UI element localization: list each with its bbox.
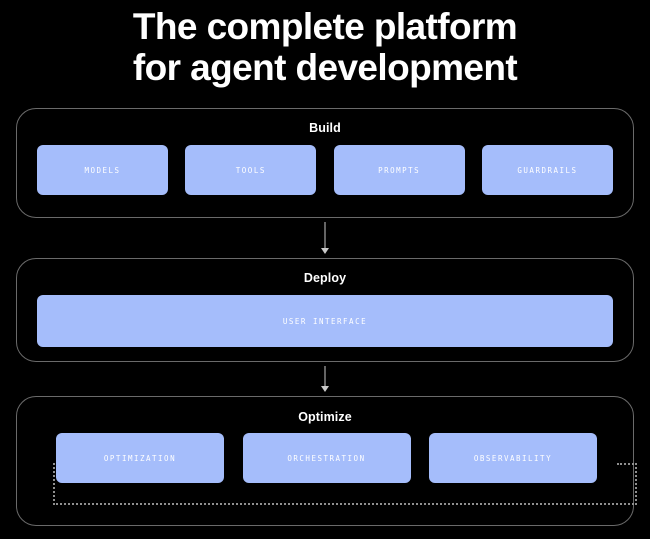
card-orchestration[interactable]: ORCHESTRATION <box>242 433 411 483</box>
loop-right-segment <box>635 463 637 505</box>
optimize-card-row: OPTIMIZATION ORCHESTRATION OBSERVABILITY <box>17 433 633 483</box>
arrow-head <box>321 386 329 392</box>
card-optimization[interactable]: OPTIMIZATION <box>56 433 224 483</box>
arrow-head <box>321 248 329 254</box>
stage-optimize: Optimize OPTIMIZATION ORCHESTRATION OBSE… <box>16 396 637 526</box>
build-card-row: MODELS TOOLS PROMPTS GUARDRAILS <box>37 145 613 195</box>
stage-build: Build MODELS TOOLS PROMPTS GUARDRAILS <box>16 108 634 218</box>
card-user-interface[interactable]: USER INTERFACE <box>37 295 613 347</box>
page-title: The complete platform for agent developm… <box>0 0 650 88</box>
deploy-card-row: USER INTERFACE <box>37 295 613 347</box>
loop-bottom-segment <box>53 503 637 505</box>
arrow-deploy-to-optimize-icon <box>318 366 332 392</box>
arrow-build-to-deploy-icon <box>318 222 332 254</box>
card-guardrails[interactable]: GUARDRAILS <box>481 145 613 195</box>
card-tools[interactable]: TOOLS <box>185 145 317 195</box>
stage-optimize-title: Optimize <box>298 410 352 424</box>
card-observability[interactable]: OBSERVABILITY <box>429 433 597 483</box>
card-prompts[interactable]: PROMPTS <box>333 145 465 195</box>
page-title-line-2: for agent development <box>132 47 518 88</box>
page-title-line-1: The complete platform <box>132 6 518 47</box>
arrow-shaft <box>324 366 326 386</box>
stage-build-title: Build <box>309 121 341 135</box>
stage-deploy: Deploy USER INTERFACE <box>16 258 634 362</box>
card-models[interactable]: MODELS <box>37 145 168 195</box>
stage-deploy-title: Deploy <box>303 271 347 285</box>
arrow-shaft <box>324 222 326 248</box>
